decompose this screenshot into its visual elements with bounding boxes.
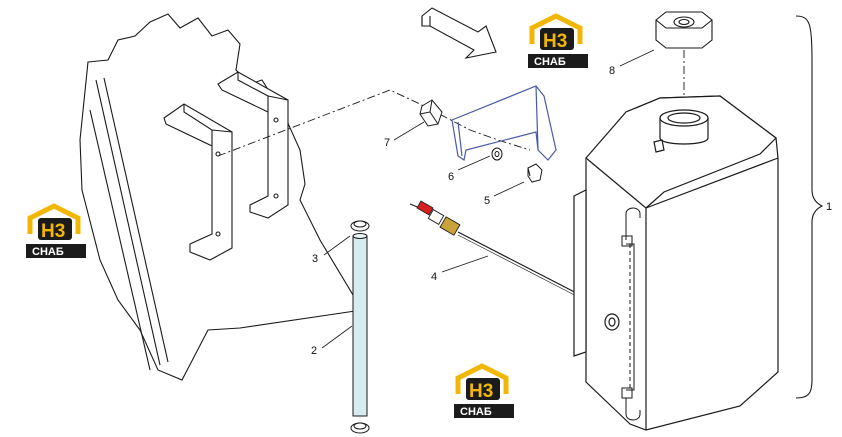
tank-bracket — [451, 85, 557, 161]
standoff-part-7 — [419, 99, 443, 127]
logo-top-text: H3 — [543, 31, 567, 52]
coolant-tank-part-1 — [573, 95, 779, 431]
hose-clamp-part-3-top — [350, 220, 370, 232]
tube-part-2 — [352, 233, 368, 417]
callout-7: 7 — [384, 137, 390, 149]
filler-cap-part-8 — [655, 11, 713, 49]
washer-part-6 — [491, 147, 503, 161]
watermark-logo-bottom: H3 CHAБ — [454, 363, 514, 418]
watermark-logo-top: H3 CHAБ — [528, 13, 588, 68]
wall-bracket-lower — [163, 103, 233, 261]
logo-bottom-text: CHAБ — [32, 246, 64, 258]
level-sensor-part-4 — [409, 200, 591, 304]
callout-3: 3 — [312, 253, 318, 265]
callout-5: 5 — [484, 195, 490, 207]
callout-6: 6 — [448, 171, 454, 183]
screw-part-5 — [527, 163, 543, 183]
callout-2: 2 — [311, 345, 317, 357]
callout-8: 8 — [609, 65, 615, 77]
watermark-logo-left: H3 CHAБ — [26, 203, 86, 258]
direction-arrow — [421, 7, 497, 59]
logo-bottom-text: CHAБ — [534, 56, 566, 68]
hose-clamp-part-3-bottom — [350, 422, 370, 434]
callout-1: 1 — [826, 201, 832, 213]
assembly-brace — [795, 15, 824, 399]
center-line-mount — [217, 89, 531, 157]
wall-bracket-upper — [217, 71, 289, 219]
logo-top-text: H3 — [469, 381, 493, 402]
logo-bottom-text: CHAБ — [460, 406, 492, 418]
logo-top-text: H3 — [41, 221, 65, 242]
sight-tube — [621, 207, 641, 421]
callout-labels: 1 2 3 4 5 6 7 8 — [311, 65, 832, 357]
leader-lines — [321, 49, 655, 349]
callout-4: 4 — [431, 271, 437, 283]
